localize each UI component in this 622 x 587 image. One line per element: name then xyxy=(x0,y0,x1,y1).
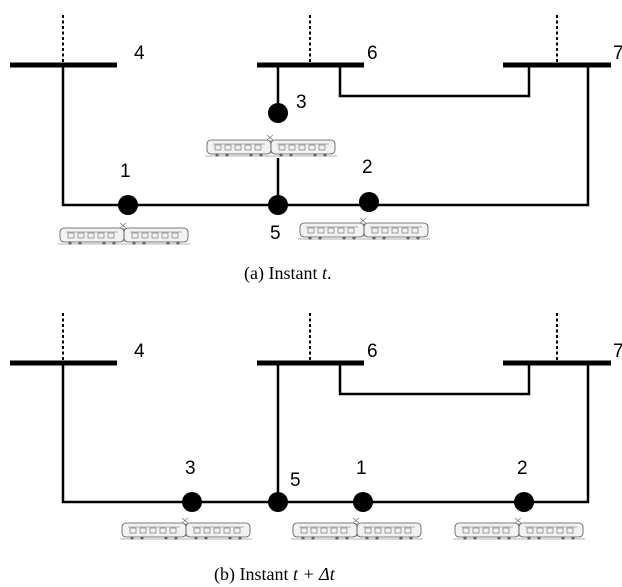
bus-label-7-a: 7 xyxy=(613,43,622,64)
train-icon-node3-b xyxy=(119,517,253,541)
bus-label-4-b: 4 xyxy=(134,341,145,362)
panel-b: 4 6 7 3 5 1 2 (b) Instant t + Δt xyxy=(10,313,622,585)
train-icon-node2-b xyxy=(452,517,586,541)
node-1-a xyxy=(118,195,138,215)
node-label-5-a: 5 xyxy=(270,223,281,244)
line-bus4-to-bus7-b xyxy=(61,363,590,504)
bus-label-6-b: 6 xyxy=(367,341,378,362)
node-2-b xyxy=(514,492,534,512)
line-bus6-to-bus7-a xyxy=(338,65,531,98)
node-3-a xyxy=(268,103,288,123)
node-label-3-a: 3 xyxy=(296,92,307,113)
node-2-a xyxy=(359,192,379,212)
line-bus4-to-bus7-a xyxy=(61,65,590,207)
panel-a: 4 6 7 1 2 3 5 (a) Instant t. xyxy=(10,15,622,284)
bus-label-6-a: 6 xyxy=(367,43,378,64)
train-icon-node2-a xyxy=(297,217,431,241)
caption-a: (a) Instant t. xyxy=(244,263,331,284)
node-5-a xyxy=(268,195,288,215)
line-bus6-to-bus7-b xyxy=(338,363,531,396)
train-icon-node1-a xyxy=(57,222,191,246)
node-3-b xyxy=(182,492,202,512)
node-label-5-b: 5 xyxy=(290,470,301,491)
bus-label-7-b: 7 xyxy=(613,341,622,362)
caption-b: (b) Instant t + Δt xyxy=(214,564,336,585)
node-1-b xyxy=(353,492,373,512)
train-icon-node3-a xyxy=(204,134,338,158)
node-label-1-a: 1 xyxy=(120,161,131,182)
bus-label-4-a: 4 xyxy=(134,43,145,64)
train-icon-node1-b xyxy=(290,517,424,541)
node-label-2-a: 2 xyxy=(362,157,373,178)
node-5-b xyxy=(268,492,288,512)
node-label-3-b: 3 xyxy=(185,458,196,479)
node-label-2-b: 2 xyxy=(517,458,528,479)
node-label-1-b: 1 xyxy=(356,458,367,479)
